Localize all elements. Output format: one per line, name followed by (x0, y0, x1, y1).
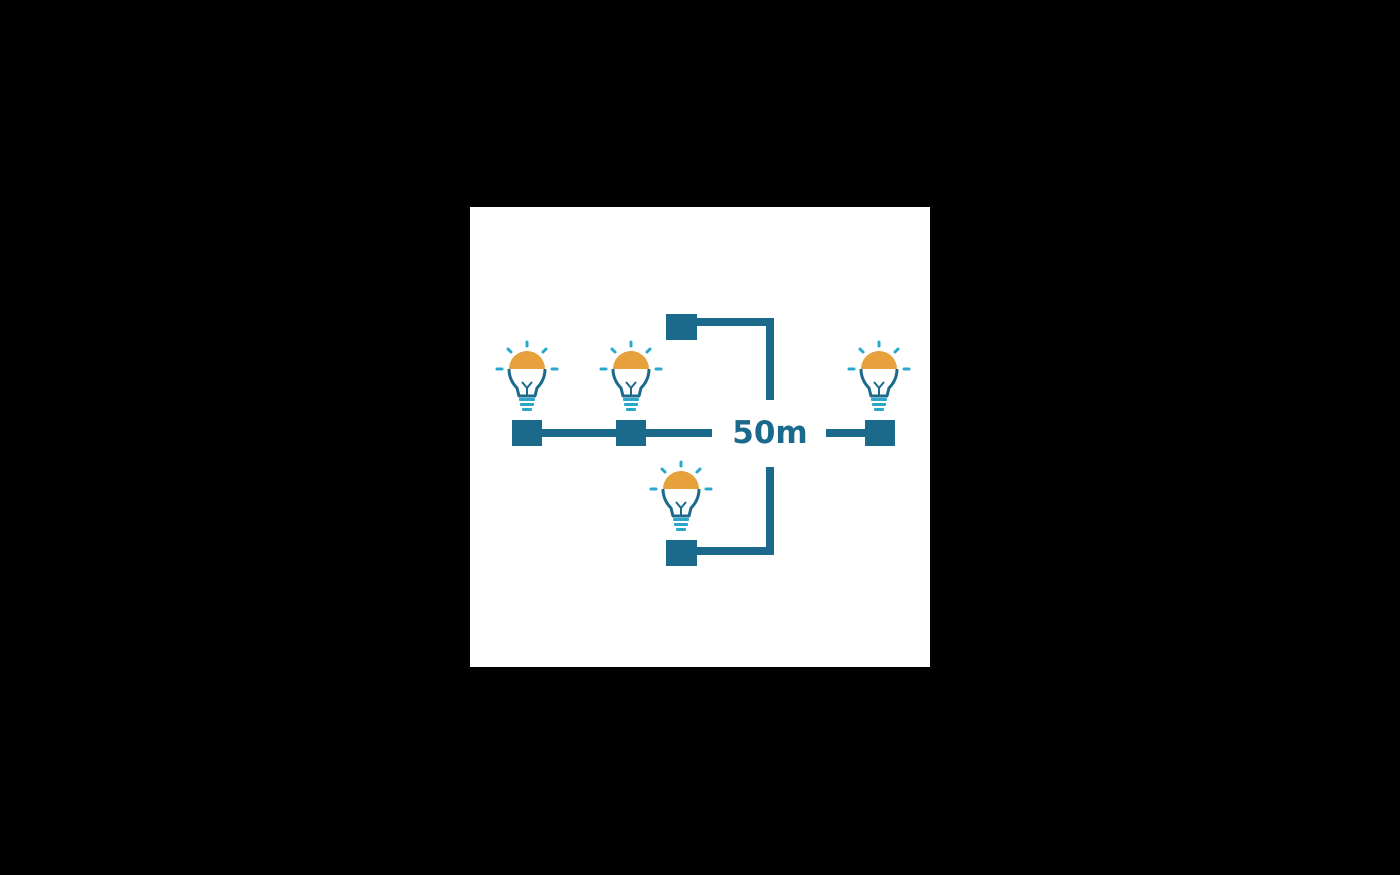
connector-box (512, 420, 542, 446)
light-bulb-icon (495, 340, 559, 413)
connector-box (616, 420, 646, 446)
connector-box (865, 420, 895, 446)
light-bulb-icon (649, 460, 713, 533)
light-bulb-icon (599, 340, 663, 413)
wire-segment (696, 467, 774, 555)
connector-box (666, 540, 697, 566)
light-bulb-icon (847, 340, 911, 413)
displayed-image: 50m (470, 207, 930, 667)
connector-box (666, 314, 697, 340)
distance-label: 50m (732, 415, 807, 451)
light-string-diagram: 50m (495, 314, 911, 566)
wire-segment (696, 318, 774, 400)
